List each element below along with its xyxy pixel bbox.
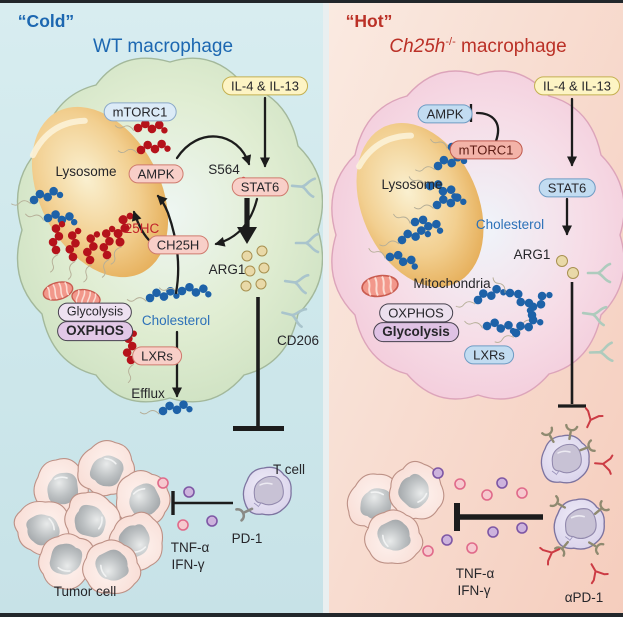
s564-label: S564 xyxy=(208,161,240,177)
ifn-label: IFN-γ xyxy=(457,582,491,598)
mtorc1-badge: mTORC1 xyxy=(449,140,523,160)
macrophage-word: macrophage xyxy=(455,36,567,58)
tnf-label: TNF-α xyxy=(455,565,495,581)
tumor-cell-label: Tumor cell xyxy=(53,583,117,599)
knockout-superscript: -/- xyxy=(445,35,456,48)
stat6-badge: STAT6 xyxy=(231,177,289,197)
gene-name: Ch25h xyxy=(389,36,446,58)
cholesterol-label: Cholesterol xyxy=(141,312,211,328)
oxphos-badge: OXPHOS xyxy=(379,303,453,323)
cholesterol-label: Cholesterol xyxy=(475,216,545,232)
mtorc1-badge: mTORC1 xyxy=(103,102,177,122)
mitochondria-label: Mitochondria xyxy=(413,275,491,291)
lxrs-badge: LXRs xyxy=(132,346,182,366)
tnf-label: TNF-α xyxy=(170,539,210,555)
arg1-label: ARG1 xyxy=(208,261,246,277)
cold-title: “Cold” xyxy=(17,10,75,31)
efflux-label: Efflux xyxy=(131,385,165,401)
ifn-label: IFN-γ xyxy=(171,556,205,572)
stat6-badge: STAT6 xyxy=(538,178,596,198)
oxphos-badge: OXPHOS xyxy=(57,321,133,341)
pd1-label: PD-1 xyxy=(231,530,263,546)
ch25h-ko-macrophage-title: Ch25h-/- macrophage xyxy=(389,35,567,58)
lxrs-badge: LXRs xyxy=(464,345,514,365)
lysosome-label: Lysosome xyxy=(55,163,117,179)
lysosome-label: Lysosome xyxy=(381,176,443,192)
apd1-label: αPD-1 xyxy=(564,589,604,605)
25hc-label: 25HC xyxy=(124,220,160,236)
ampk-badge: AMPK xyxy=(417,104,473,124)
tcell-label: T cell xyxy=(272,461,306,477)
wt-macrophage-title: WT macrophage xyxy=(92,36,234,58)
ch25h-badge: CH25H xyxy=(147,235,209,255)
cd206-label: CD206 xyxy=(276,332,320,348)
il4-il13-badge: IL-4 & IL-13 xyxy=(222,76,308,96)
frame-top xyxy=(0,0,623,3)
arg1-label: ARG1 xyxy=(513,246,551,262)
glycolysis-badge: Glycolysis xyxy=(57,302,133,322)
il4-il13-badge: IL-4 & IL-13 xyxy=(534,76,620,96)
ampk-badge: AMPK xyxy=(128,164,184,184)
hot-title: “Hot” xyxy=(345,10,393,31)
frame-margin xyxy=(0,617,623,623)
frame-bottom xyxy=(0,613,623,617)
glycolysis-badge: Glycolysis xyxy=(373,322,459,342)
